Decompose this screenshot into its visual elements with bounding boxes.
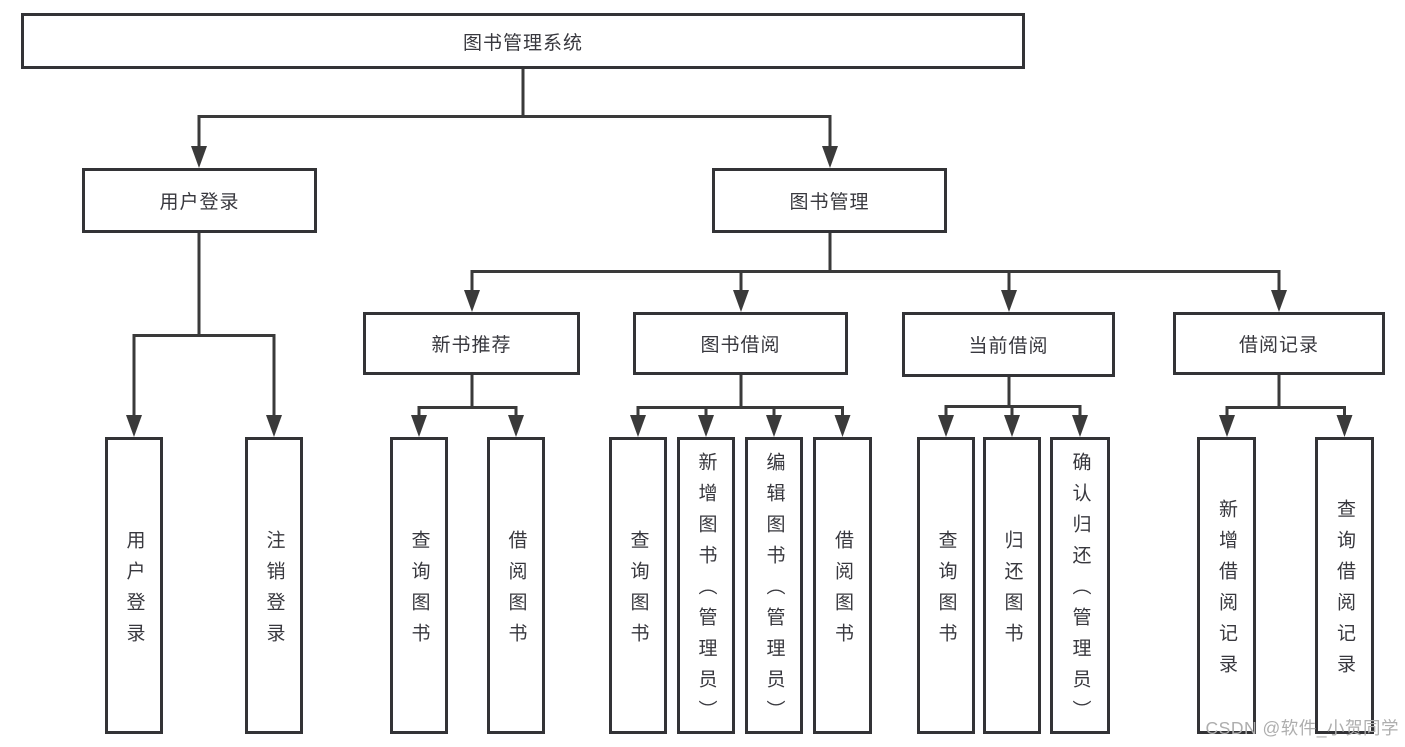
- node-label: 借阅图书: [832, 529, 853, 654]
- node-root: 图书管理系统: [21, 13, 1025, 69]
- node-label: 新书推荐: [431, 335, 512, 356]
- leaf-current-confirm-return-admin: 确认归还（管理员）: [1050, 437, 1110, 734]
- node-label: 借阅记录: [1238, 335, 1319, 356]
- node-label: 用户登录: [123, 529, 145, 654]
- node-label: 确认归还（管理员）: [1069, 452, 1091, 731]
- leaf-borrow-edit-books-admin: 编辑图书（管理员）: [745, 437, 803, 734]
- node-label: 编辑图书（管理员）: [763, 452, 785, 731]
- node-label: 当前借阅: [968, 336, 1049, 357]
- node-borrow-records: 借阅记录: [1173, 312, 1385, 375]
- node-current-borrow: 当前借阅: [902, 312, 1115, 377]
- node-label: 查询图书: [408, 529, 430, 654]
- node-label: 查询借阅记录: [1334, 498, 1355, 685]
- leaf-current-return-books: 归还图书: [983, 437, 1041, 734]
- leaf-user-login: 用户登录: [105, 437, 163, 734]
- node-label: 注销登录: [263, 529, 285, 654]
- node-user-login: 用户登录: [82, 168, 317, 233]
- csdn-watermark: CSDN @软件_小贺同学: [1205, 718, 1399, 738]
- node-label: 图书管理系统: [462, 32, 583, 54]
- node-label: 新增借阅记录: [1216, 498, 1237, 685]
- leaf-recommend-query-books: 查询图书: [390, 437, 448, 734]
- leaf-borrow-add-books-admin: 新增图书（管理员）: [677, 437, 735, 734]
- node-label: 图书管理: [789, 192, 870, 213]
- node-book-borrow: 图书借阅: [633, 312, 848, 375]
- leaf-borrow-query-books: 查询图书: [609, 437, 667, 734]
- node-new-book-recommend: 新书推荐: [363, 312, 580, 375]
- leaf-records-query-record: 查询借阅记录: [1315, 437, 1374, 734]
- leaf-records-add-record: 新增借阅记录: [1197, 437, 1256, 734]
- node-label: 归还图书: [1001, 529, 1023, 654]
- node-label: 借阅图书: [505, 529, 527, 654]
- node-label: 查询图书: [627, 529, 649, 654]
- leaf-recommend-borrow-books: 借阅图书: [487, 437, 545, 734]
- node-label: 图书借阅: [700, 335, 781, 356]
- node-label: 查询图书: [935, 529, 957, 654]
- node-book-management: 图书管理: [712, 168, 947, 233]
- node-label: 用户登录: [159, 192, 240, 213]
- leaf-current-query-books: 查询图书: [917, 437, 975, 734]
- leaf-logout: 注销登录: [245, 437, 303, 734]
- node-label: 新增图书（管理员）: [695, 452, 717, 731]
- leaf-borrow-borrow-books: 借阅图书: [813, 437, 872, 734]
